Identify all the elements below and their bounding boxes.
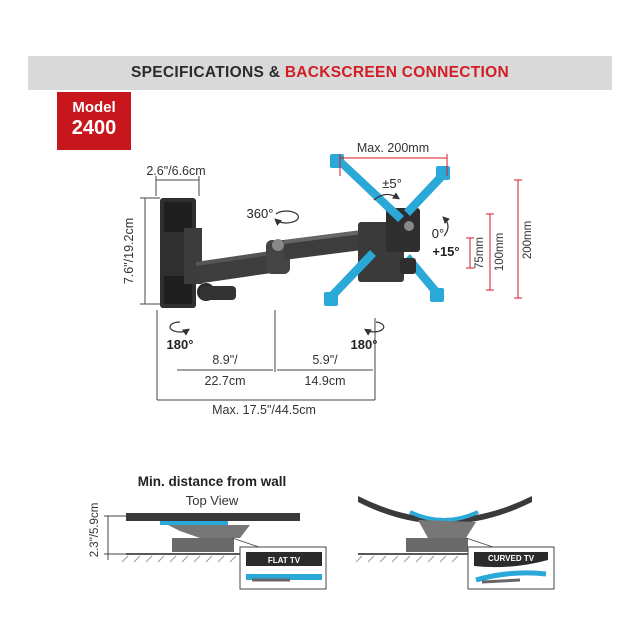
dimension-lines bbox=[140, 176, 376, 401]
curved-tv-inset bbox=[467, 546, 555, 590]
tilt-up-label: 0° bbox=[432, 226, 444, 241]
vesa-100-label: 100mm bbox=[494, 233, 506, 271]
arm-segment-1 bbox=[196, 250, 278, 301]
arm-segment-2 bbox=[284, 230, 362, 260]
plate-rotation-label: 360° bbox=[247, 206, 274, 221]
model-number: 2400 bbox=[71, 117, 117, 139]
model-badge: Model 2400 bbox=[57, 92, 131, 150]
max-extension-label: Max. 17.5"/44.5cm bbox=[212, 403, 316, 417]
wall-distance-subtitle: Top View bbox=[186, 493, 239, 508]
arm2-length-line1: 5.9"/ bbox=[312, 353, 338, 367]
model-label: Model bbox=[72, 99, 116, 116]
wall-plate-height-label: 7.6"/19.2cm bbox=[122, 218, 136, 284]
head-swivel-label: 180° bbox=[351, 337, 378, 352]
wall-distance-title: Min. distance from wall bbox=[138, 474, 287, 489]
header-bar: SPECIFICATIONS & BACKSCREEN CONNECTION bbox=[28, 56, 612, 90]
rotate-label: ±5° bbox=[382, 176, 402, 191]
vesa-75-label: 75mm bbox=[474, 237, 486, 269]
wall-distance-label: 2.3"/5.9cm bbox=[89, 503, 101, 558]
vesa-dimension-lines bbox=[339, 154, 522, 299]
curved-tv-top-view bbox=[355, 496, 532, 563]
flat-tv-label: FLAT TV bbox=[268, 556, 301, 565]
header-title-part1: SPECIFICATIONS & bbox=[131, 64, 285, 81]
rotation-arrows bbox=[169, 192, 450, 336]
wall-plate-width-label: 2.6"/6.6cm bbox=[146, 164, 205, 178]
vesa-max-width-label: Max. 200mm bbox=[357, 141, 429, 155]
arm1-length-line2: 22.7cm bbox=[205, 374, 246, 388]
vesa-200-label: 200mm bbox=[522, 221, 534, 259]
vesa-head bbox=[324, 154, 450, 306]
header-title-part2: BACKSCREEN CONNECTION bbox=[284, 64, 509, 81]
curved-tv-label: CURVED TV bbox=[488, 554, 535, 563]
wall-swivel-label: 180° bbox=[167, 337, 194, 352]
tilt-down-label: +15° bbox=[432, 244, 459, 259]
arm1-length-line1: 8.9"/ bbox=[212, 353, 238, 367]
wall-plate bbox=[160, 198, 202, 308]
arm2-length-line2: 14.9cm bbox=[305, 374, 346, 388]
flat-tv-inset bbox=[239, 546, 327, 590]
